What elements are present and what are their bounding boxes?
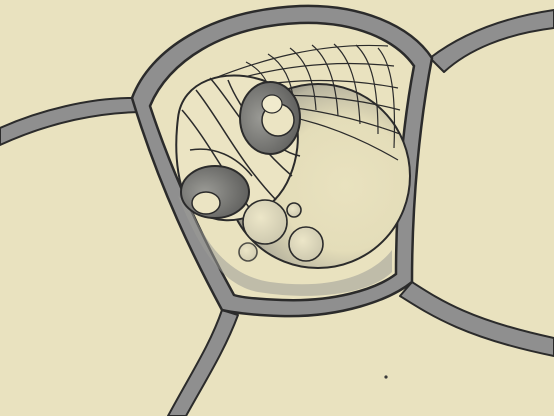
ink-speck	[384, 375, 387, 378]
lower-nucleus	[181, 166, 249, 218]
vesicle-large	[243, 200, 287, 244]
vesicle-small	[287, 203, 301, 217]
upper-nucleolus-inner	[262, 95, 282, 113]
lower-nucleolus	[192, 192, 220, 214]
vesicle-medium	[289, 227, 323, 261]
vesicle-faint	[239, 243, 257, 261]
upper-nucleus	[240, 82, 300, 154]
